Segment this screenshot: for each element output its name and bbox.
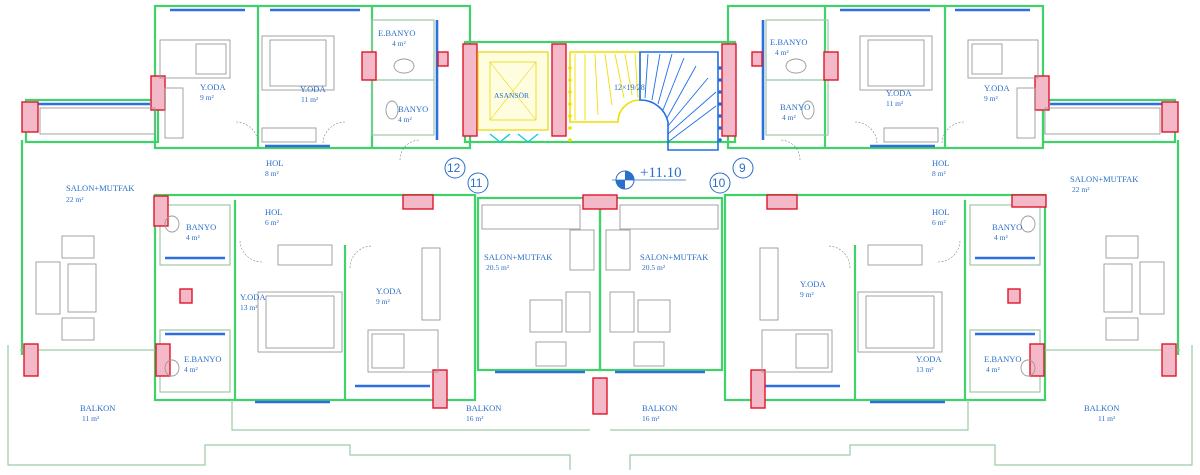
level-marker-icon (612, 170, 686, 190)
room-name-balkon-11-l: BALKON (80, 403, 115, 413)
room-name-y-oda-11-tr: Y.ODA (886, 88, 912, 98)
room-name-y-oda-11-tl: Y.ODA (300, 84, 326, 94)
room-name-hol-8-l: HOL (266, 158, 283, 168)
room-name-y-oda-9-tr: Y.ODA (984, 83, 1010, 93)
elevator-shaft (477, 51, 549, 143)
room-name-y-oda-9-cl: Y.ODA (376, 286, 402, 296)
apartment-number-9: 9 (739, 161, 746, 175)
room-name-balkon-16-cr: BALKON (642, 403, 677, 413)
room-area-hol-8-r: 8 m² (932, 169, 946, 178)
elevator-label: ASANSÖR (494, 91, 529, 100)
room-area-y-oda-11-tr: 11 m² (886, 99, 904, 108)
room-name-balkon-16-cl: BALKON (466, 403, 501, 413)
room-name-hol-6-r: HOL (932, 207, 949, 217)
room-area-y-oda-9-tl: 9 m² (200, 93, 214, 102)
room-area-banyo-r: 4 m² (994, 233, 1008, 242)
room-area-y-oda-11-tl: 11 m² (301, 95, 319, 104)
room-area-salon-205-cr: 20.5 m² (642, 263, 666, 272)
room-name-hol-8-r: HOL (932, 158, 949, 168)
apartment-number-11: 11 (470, 176, 483, 190)
room-area-balkon-11-r: 11 m² (1098, 414, 1116, 423)
room-area-y-oda-9-tr: 9 m² (984, 94, 998, 103)
room-name-salon-22-r: SALON+MUTFAK (1070, 174, 1139, 184)
room-area-balkon-16-cl: 16 m² (466, 414, 484, 423)
room-name-salon-22-l: SALON+MUTFAK (66, 183, 135, 193)
room-area-hol-6-r: 6 m² (932, 218, 946, 227)
room-name-hol-6-l: HOL (265, 207, 282, 217)
room-area-y-oda-9-cr: 9 m² (800, 290, 814, 299)
room-area-e-banyo-tr: 4 m² (775, 48, 789, 57)
room-name-banyo-l: BANYO (186, 222, 216, 232)
room-name-e-banyo-tr: E.BANYO (770, 37, 808, 47)
room-area-e-banyo-bl: 4 m² (184, 365, 198, 374)
room-area-e-banyo-tl: 4 m² (392, 39, 406, 48)
room-area-salon-205-cl: 20.5 m² (486, 263, 510, 272)
room-name-e-banyo-bl: E.BANYO (184, 354, 222, 364)
room-name-y-oda-13-l: Y.ODA (240, 292, 266, 302)
room-name-banyo-tl: BANYO (398, 104, 428, 114)
room-name-e-banyo-tl: E.BANYO (378, 28, 416, 38)
room-name-balkon-11-r: BALKON (1084, 403, 1119, 413)
apartment-number-12: 12 (447, 161, 461, 175)
room-name-e-banyo-br: E.BANYO (984, 354, 1022, 364)
room-area-banyo-l: 4 m² (186, 233, 200, 242)
room-area-banyo-tr: 4 m² (782, 113, 796, 122)
room-area-hol-8-l: 8 m² (265, 169, 279, 178)
room-area-balkon-16-cr: 16 m² (642, 414, 660, 423)
room-area-y-oda-13-r: 13 m² (916, 365, 934, 374)
stair-note: 12×19/28 (614, 83, 645, 92)
room-name-y-oda-13-r: Y.ODA (916, 354, 942, 364)
windows (35, 8, 1165, 404)
furniture (35, 35, 1165, 377)
room-name-banyo-tr: BANYO (780, 102, 810, 112)
room-area-banyo-tl: 4 m² (398, 115, 412, 124)
room-area-y-oda-9-cl: 9 m² (376, 297, 390, 306)
room-area-salon-22-r: 22 m² (1072, 185, 1090, 194)
room-area-balkon-11-l: 11 m² (82, 414, 100, 423)
room-area-e-banyo-br: 4 m² (986, 365, 1000, 374)
room-name-y-oda-9-cr: Y.ODA (800, 279, 826, 289)
room-name-banyo-r: BANYO (992, 222, 1022, 232)
apartment-number-10: 10 (712, 176, 726, 190)
level-label: +11.10 (640, 165, 682, 181)
room-area-y-oda-13-l: 13 m² (240, 303, 258, 312)
columns (21, 43, 1179, 415)
apartment-badges (444, 157, 754, 194)
staircase (568, 51, 722, 151)
room-area-hol-6-l: 6 m² (265, 218, 279, 227)
room-area-salon-22-l: 22 m² (66, 195, 84, 204)
room-name-salon-205-cl: SALON+MUTFAK (484, 252, 553, 262)
room-name-y-oda-9-tl: Y.ODA (200, 82, 226, 92)
room-name-salon-205-cr: SALON+MUTFAK (640, 252, 709, 262)
